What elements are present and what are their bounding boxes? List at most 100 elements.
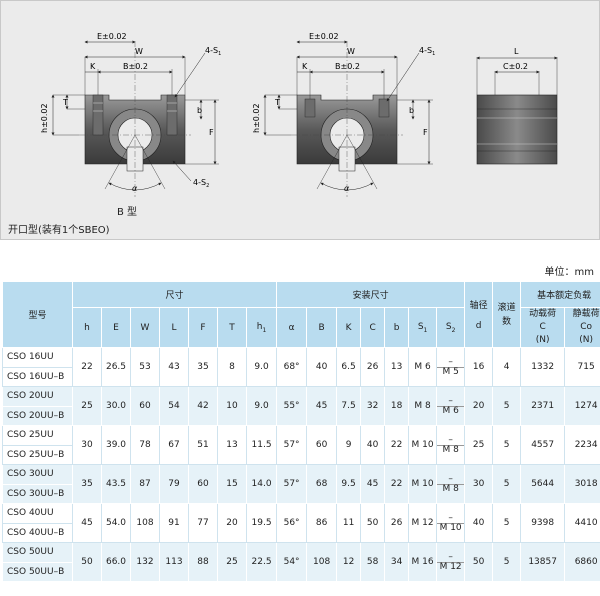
cell-h1: 9.0	[245, 347, 278, 387]
bearing-block-drawing: E±0.02 W K B±0.2 4-S1 h±0.02 T b F	[40, 32, 558, 197]
cell-cd: 13857	[520, 542, 566, 582]
cell-d: 30	[464, 464, 494, 504]
cell-s1: M 12	[408, 503, 438, 543]
cell-b: 18	[384, 386, 410, 426]
model-cell: CSO 16UU	[2, 347, 73, 368]
cell-s1: M 8	[408, 386, 438, 426]
cell-e: 54.0	[101, 503, 131, 543]
drawing-caption: 开口型(装有1个SBEO)	[8, 225, 110, 236]
cell-co: 1274	[564, 386, 600, 426]
cell-b: 40	[306, 347, 338, 387]
s2-b-type-value: M 6	[437, 405, 465, 416]
header-col-s2: S2	[436, 307, 466, 348]
cell-n: 5	[492, 503, 522, 543]
cell-d: 16	[464, 347, 494, 387]
dim-e-label: E±0.02	[97, 32, 127, 41]
cell-l: 91	[159, 503, 189, 543]
dim-c-label: C±0.2	[503, 62, 528, 71]
cell-b: 34	[384, 542, 410, 582]
cell-cd: 4557	[520, 425, 566, 465]
cell-f: 77	[188, 503, 218, 543]
s2-standard-value: –	[448, 434, 453, 445]
cell-s1: M 16	[408, 542, 438, 582]
cell-f: 60	[188, 464, 218, 504]
s2-b-type-value: M 12	[437, 561, 465, 572]
header-col-c: C	[360, 307, 386, 348]
cell-l: 79	[159, 464, 189, 504]
cell-a: 57°	[276, 464, 308, 504]
cell-b: 68	[306, 464, 338, 504]
cell-f: 88	[188, 542, 218, 582]
cell-t: 20	[217, 503, 247, 543]
cell-b: 22	[384, 425, 410, 465]
header-col-f: F	[188, 307, 218, 348]
cell-c: 26	[360, 347, 386, 387]
table-row: CSO 25UU–B	[2, 444, 600, 465]
cell-n: 5	[492, 386, 522, 426]
cell-s1: M 10	[408, 425, 438, 465]
header-load: 基本额定负载	[520, 281, 600, 308]
cell-k: 9	[336, 425, 362, 465]
front-view-standard: E±0.02 W K B±0.2 4-S1 h±0.02 T b F α	[252, 32, 435, 197]
s2-b-type-value: M 8	[437, 483, 465, 494]
cell-h: 22	[72, 347, 102, 387]
model-cell: CSO 30UU–B	[2, 483, 73, 504]
cell-t: 8	[217, 347, 247, 387]
cell-s2: –M 8	[436, 464, 466, 504]
s2-standard-value: –	[448, 473, 453, 484]
cell-b: 26	[384, 503, 410, 543]
front-view-b-type: E±0.02 W K B±0.2 4-S1 h±0.02 T b F	[40, 32, 221, 197]
cell-d: 25	[464, 425, 494, 465]
cell-w: 53	[130, 347, 160, 387]
cell-a: 55°	[276, 386, 308, 426]
cell-c: 40	[360, 425, 386, 465]
cell-w: 87	[130, 464, 160, 504]
s2-standard-value: –	[448, 395, 453, 406]
cell-s2: –M 8	[436, 425, 466, 465]
cell-a: 68°	[276, 347, 308, 387]
dim-b-small-label-2: b	[409, 106, 414, 115]
cell-e: 39.0	[101, 425, 131, 465]
technical-drawing-panel: E±0.02 W K B±0.2 4-S1 h±0.02 T b F	[0, 0, 600, 240]
cell-b: 108	[306, 542, 338, 582]
header-col-h: h	[72, 307, 102, 348]
cell-h1: 22.5	[245, 542, 278, 582]
cell-w: 108	[130, 503, 160, 543]
cell-b: 22	[384, 464, 410, 504]
cell-a: 56°	[276, 503, 308, 543]
dim-t-label-2: T	[274, 98, 280, 107]
cell-b: 60	[306, 425, 338, 465]
cell-h1: 14.0	[245, 464, 278, 504]
dim-t-label: T	[62, 98, 68, 107]
dim-l-label: L	[514, 47, 519, 56]
cell-c: 58	[360, 542, 386, 582]
header-col-alpha: α	[276, 307, 308, 348]
cell-cd: 9398	[520, 503, 566, 543]
cell-c: 50	[360, 503, 386, 543]
header-col-l: L	[159, 307, 189, 348]
cell-l: 43	[159, 347, 189, 387]
dim-b-label-2: B±0.2	[335, 62, 360, 71]
cell-w: 132	[130, 542, 160, 582]
cell-k: 6.5	[336, 347, 362, 387]
s2-b-type-value: M 5	[437, 366, 465, 377]
s2-b-type-value: M 10	[437, 522, 465, 533]
model-cell: CSO 20UU–B	[2, 405, 73, 426]
s2-standard-value: –	[448, 356, 453, 367]
cell-b: 45	[306, 386, 338, 426]
cell-n: 5	[492, 464, 522, 504]
cell-h1: 19.5	[245, 503, 278, 543]
cell-n: 5	[492, 542, 522, 582]
model-cell: CSO 25UU–B	[2, 444, 73, 465]
header-mount: 安装尺寸	[276, 281, 466, 308]
dim-h-label-2: h±0.02	[252, 103, 261, 133]
cell-s1: M 6	[408, 347, 438, 387]
header-col-b-small: b	[384, 307, 410, 348]
cell-cd: 2371	[520, 386, 566, 426]
table-row: CSO 50UU–B	[2, 561, 600, 582]
model-cell: CSO 50UU	[2, 542, 73, 563]
cell-t: 15	[217, 464, 247, 504]
